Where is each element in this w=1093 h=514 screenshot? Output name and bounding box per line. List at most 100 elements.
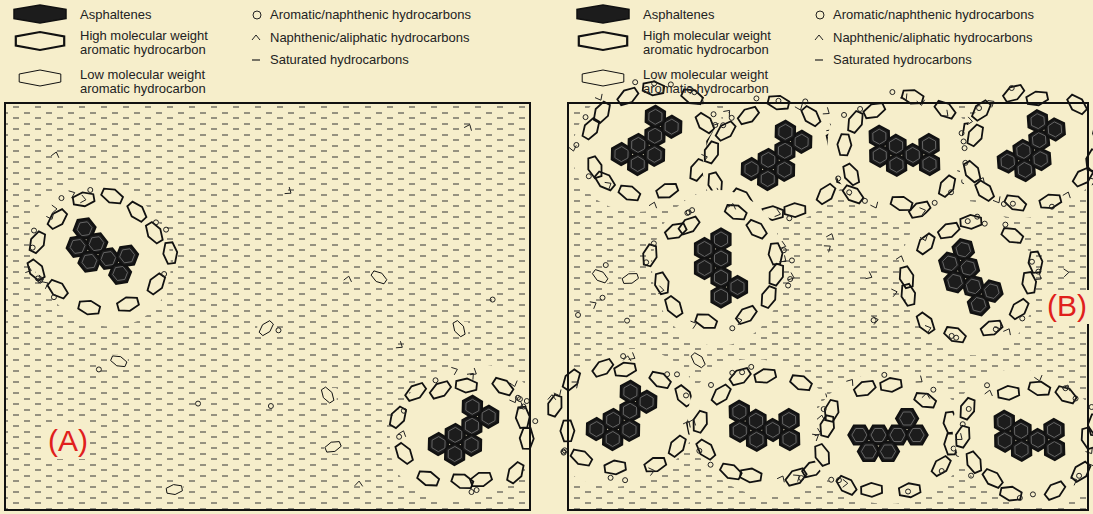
aromatic-ring [847,190,852,195]
hmw-aromatic [967,451,982,473]
aromatic-ring [713,123,718,128]
asphaltene-inner [745,162,758,177]
aromatic-ring [740,370,745,375]
aromatic-ring [1077,473,1082,478]
naphthenic-mark [355,481,363,486]
naphthenic-mark [793,475,799,482]
hmw-aromatic [917,312,935,333]
lmw-aromatic [592,270,608,283]
hmw-aromatic [655,272,669,294]
aromatic-ring [433,378,438,383]
lmw-aromatic [325,442,341,453]
aromatic-ring [781,248,786,253]
asphaltene-inner [1048,423,1061,438]
asphaltene-ring [963,276,984,297]
asphaltene-inner [762,152,775,167]
hmw-aromatic [917,233,935,254]
hmw-aromatic [30,231,45,253]
hmw-aromatic [78,301,100,315]
asphaltene-inner [890,429,905,442]
asphaltene-inner [871,429,886,442]
naphthenic-mark [464,125,471,131]
asphaltene-inner [750,413,763,428]
hmw-aromatic [665,296,682,317]
legend-text: Saturated hydrocarbons [270,53,530,67]
hmw-aromatic [665,223,687,239]
aromatic-ring [1001,201,1006,206]
naphthenic-mark [590,302,596,309]
naphthenic-mark [510,381,518,387]
asphaltene-ring [858,442,880,461]
hmw-aromatic [1073,168,1093,187]
asphaltene-inner [873,129,886,144]
aromatic-ring [469,490,474,495]
asphaltene-ring [776,121,795,143]
lmw-aromatic [691,353,705,368]
naphthenic-mark [1035,273,1041,280]
hmw-aromatic [914,393,936,408]
hmw-aromatic [644,458,666,471]
legend-text: Naphthenic/aliphatic hydrocarbons [833,31,1093,45]
hmw-aromatic [592,359,613,377]
lmw-aromatic [111,356,127,367]
asphaltene-inner [465,418,478,433]
aromatic-ring [965,219,970,224]
hmw-aromatic [843,185,864,203]
hmw-aromatic [754,369,776,383]
asphaltene-inner [890,138,903,153]
asphaltene-ring [620,419,639,441]
asphaltene-inner [623,422,636,437]
naphthenic-mark [985,390,993,396]
naphthenic-mark [509,396,516,402]
naphthenic-mark [994,322,1001,328]
naphthenic-mark [870,202,877,208]
asphaltene-inner [783,413,796,428]
hmw-aromatic [746,220,766,239]
aromatic-ring [1049,204,1054,209]
hmw-aromatic [762,286,776,308]
hmw-aromatic [784,203,805,217]
naphthenic-mark [920,235,928,241]
hmw-aromatic [932,456,951,476]
aromatic-ring [932,200,937,205]
hmw-aromatic [837,134,851,155]
naphthenic-mark [548,395,556,400]
hmw-aromatic [1001,228,1023,243]
hmw-aromatic [939,175,955,197]
aromatic-ring [562,448,567,453]
asphaltene-inner [606,432,619,447]
asphaltene-ring [116,246,138,266]
naphthenic-mark [823,107,829,114]
aromatic-ring [196,401,201,406]
asphaltene-ring [645,144,664,166]
aromatic-ring [1036,269,1041,274]
asphaltene-inner [943,256,958,271]
hmw-aromatic [146,222,163,243]
aromatic-ring [721,123,726,128]
label-patch [1045,290,1089,324]
aromatic-ring [586,174,591,179]
aromatic-ring [961,139,966,144]
hmw-aromatic [836,476,856,495]
aromatic-ring [975,214,980,219]
lmw-aromatic [453,321,465,337]
asphaltene-inner [906,147,919,162]
aromatic-ring [697,448,702,453]
asphaltene-inner [648,147,661,162]
hmw-aromatic [595,172,615,191]
aromatic-ring [862,198,867,203]
aromatic-ring [625,318,630,323]
legend-text: Aromatic/naphthenic hydrocarbons [270,8,530,22]
aromatic-ring [600,295,605,300]
aromatic-ring [977,106,982,111]
asphaltene-inner [1032,133,1046,148]
naphthenic-mark [623,356,631,361]
aromatic-ring [1017,495,1022,500]
naphthenic-mark [69,191,75,198]
naphthenic-mark [824,246,830,253]
asphaltene-inner [900,412,915,425]
asphaltene-inner [966,279,981,294]
hmw-aromatic [981,321,1003,336]
asphaltene-inner [1017,143,1030,158]
hmw-aromatic [695,315,717,328]
